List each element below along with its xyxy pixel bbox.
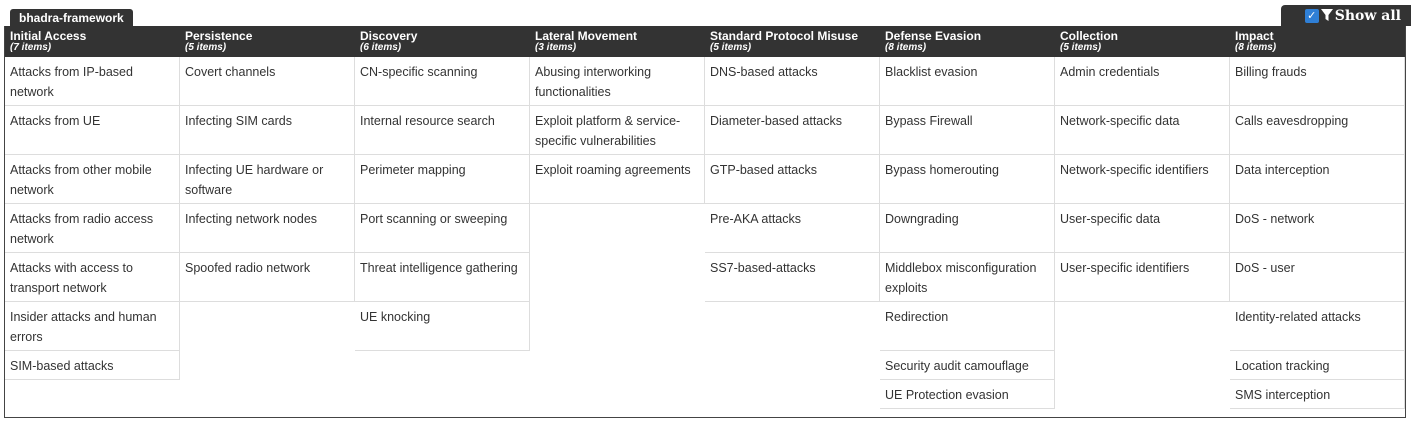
column-title: Persistence — [185, 29, 253, 43]
column-header[interactable]: Collection (5 items) — [1055, 26, 1230, 57]
technique-cell[interactable]: SMS interception — [1230, 380, 1405, 409]
technique-cell[interactable]: Infecting network nodes — [180, 204, 355, 253]
column-count: (5 items) — [185, 42, 227, 53]
technique-cell[interactable]: User-specific identifiers — [1055, 253, 1230, 302]
column-collection: Collection (5 items) Admin credentials N… — [1055, 26, 1230, 302]
framework-tab[interactable]: bhadra-framework — [10, 9, 133, 26]
column-count: (5 items) — [1060, 42, 1102, 53]
technique-cell[interactable]: Bypass homerouting — [880, 155, 1055, 204]
technique-cell[interactable]: Port scanning or sweeping — [355, 204, 530, 253]
matrix-header-bar — [5, 26, 1405, 57]
filter-icon — [1320, 9, 1333, 21]
technique-cell[interactable]: UE Protection evasion — [880, 380, 1055, 409]
column-title: Discovery — [360, 29, 418, 43]
column-title: Initial Access — [10, 29, 87, 43]
column-count: (8 items) — [1235, 42, 1277, 53]
technique-cell[interactable]: Bypass Firewall — [880, 106, 1055, 155]
technique-cell[interactable]: Attacks from other mobile network — [5, 155, 180, 204]
technique-cell[interactable]: Attacks from radio access network — [5, 204, 180, 253]
show-all-checkbox[interactable]: ✓ — [1304, 8, 1319, 23]
column-header[interactable]: Defense Evasion (8 items) — [880, 26, 1055, 57]
technique-cell[interactable]: GTP-based attacks — [705, 155, 880, 204]
column-title: Defense Evasion — [885, 29, 982, 43]
technique-cell[interactable]: Attacks from UE — [5, 106, 180, 155]
technique-cell[interactable]: Middlebox misconfiguration exploits — [880, 253, 1055, 302]
technique-cell[interactable]: Blacklist evasion — [880, 57, 1055, 106]
column-header[interactable]: Persistence (5 items) — [180, 26, 355, 57]
technique-cell[interactable]: Exploit roaming agreements — [530, 155, 705, 204]
column-header[interactable]: Discovery (6 items) — [355, 26, 530, 57]
technique-cell[interactable]: User-specific data — [1055, 204, 1230, 253]
column-header[interactable]: Standard Protocol Misuse (5 items) — [705, 26, 880, 57]
technique-cell[interactable]: DoS - network — [1230, 204, 1405, 253]
technique-cell[interactable]: Redirection — [880, 302, 1055, 351]
technique-cell[interactable]: Admin credentials — [1055, 57, 1230, 106]
technique-cell[interactable]: Attacks from IP-based network — [5, 57, 180, 106]
technique-cell[interactable]: Network-specific data — [1055, 106, 1230, 155]
technique-cell[interactable]: CN-specific scanning — [355, 57, 530, 106]
technique-cell[interactable]: Covert channels — [180, 57, 355, 106]
show-all-label: Show all — [1334, 7, 1401, 24]
column-header[interactable]: Lateral Movement (3 items) — [530, 26, 705, 57]
technique-cell[interactable]: Spoofed radio network — [180, 253, 355, 302]
column-count: (3 items) — [535, 42, 577, 53]
technique-cell[interactable]: SIM-based attacks — [5, 351, 180, 380]
column-discovery: Discovery (6 items) CN-specific scanning… — [355, 26, 530, 351]
technique-cell[interactable]: Billing frauds — [1230, 57, 1405, 106]
technique-cell[interactable]: DoS - user — [1230, 253, 1405, 302]
technique-cell[interactable]: Security audit camouflage — [880, 351, 1055, 380]
technique-cell[interactable]: Infecting UE hardware or software — [180, 155, 355, 204]
column-defense-evasion: Defense Evasion (8 items) Blacklist evas… — [880, 26, 1055, 409]
column-title: Standard Protocol Misuse — [710, 29, 859, 43]
technique-cell[interactable]: Network-specific identifiers — [1055, 155, 1230, 204]
technique-cell[interactable]: Diameter-based attacks — [705, 106, 880, 155]
technique-cell[interactable]: DNS-based attacks — [705, 57, 880, 106]
show-all-toggle[interactable]: ✓ Show all — [1281, 5, 1411, 26]
column-header[interactable]: Initial Access (7 items) — [5, 26, 180, 57]
technique-cell[interactable]: Calls eavesdropping — [1230, 106, 1405, 155]
column-lateral-movement: Lateral Movement (3 items) Abusing inter… — [530, 26, 705, 204]
technique-cell[interactable]: Pre-AKA attacks — [705, 204, 880, 253]
column-title: Impact — [1235, 29, 1274, 43]
column-initial-access: Initial Access (7 items) Attacks from IP… — [5, 26, 180, 380]
column-title: Lateral Movement — [535, 29, 638, 43]
technique-cell[interactable]: Perimeter mapping — [355, 155, 530, 204]
technique-cell[interactable]: Threat intelligence gathering — [355, 253, 530, 302]
technique-cell[interactable]: Insider attacks and human errors — [5, 302, 180, 351]
technique-cell[interactable]: Downgrading — [880, 204, 1055, 253]
technique-cell[interactable]: Data interception — [1230, 155, 1405, 204]
column-count: (5 items) — [710, 42, 752, 53]
column-standard-protocol-misuse: Standard Protocol Misuse (5 items) DNS-b… — [705, 26, 880, 302]
technique-cell[interactable]: Infecting SIM cards — [180, 106, 355, 155]
column-count: (6 items) — [360, 42, 402, 53]
technique-cell[interactable]: Exploit platform & service-specific vuln… — [530, 106, 705, 155]
technique-cell[interactable]: SS7-based-attacks — [705, 253, 880, 302]
technique-cell[interactable]: Location tracking — [1230, 351, 1405, 380]
technique-cell[interactable]: UE knocking — [355, 302, 530, 351]
technique-cell[interactable]: Identity-related attacks — [1230, 302, 1405, 351]
technique-cell[interactable]: Attacks with access to transport network — [5, 253, 180, 302]
column-count: (8 items) — [885, 42, 927, 53]
column-impact: Impact (8 items) Billing frauds Calls ea… — [1230, 26, 1405, 409]
column-title: Collection — [1060, 29, 1119, 43]
technique-cell[interactable]: Abusing interworking functionalities — [530, 57, 705, 106]
column-header[interactable]: Impact (8 items) — [1230, 26, 1405, 57]
column-persistence: Persistence (5 items) Covert channels In… — [180, 26, 355, 302]
column-count: (7 items) — [10, 42, 52, 53]
technique-cell[interactable]: Internal resource search — [355, 106, 530, 155]
